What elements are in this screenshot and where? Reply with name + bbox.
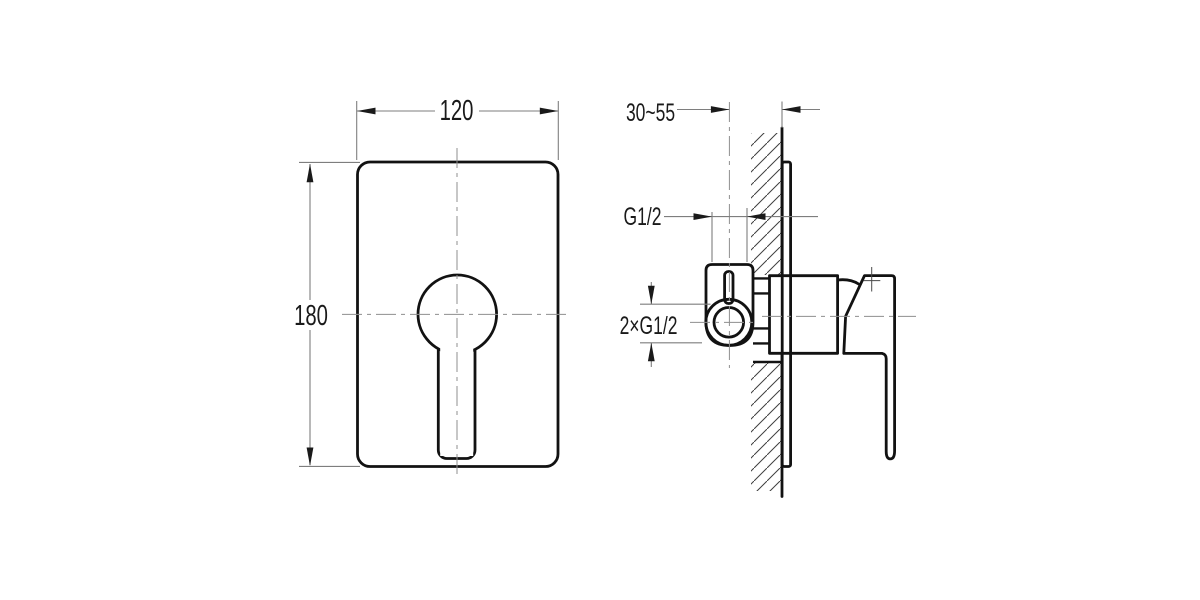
- install-depth-label: 30~55: [626, 98, 675, 127]
- dimension-inlet-thread: 2×G1/2: [620, 282, 711, 367]
- wall-hatch-upper: [751, 133, 782, 275]
- dimension-outlet-thread: G1/2: [624, 202, 818, 262]
- handle-screw-mark: [863, 267, 881, 292]
- dimension-plate-height: 180: [294, 163, 328, 466]
- extension-lines: [299, 101, 559, 467]
- plate-height-label: 180: [294, 300, 328, 332]
- valve-top-slot: [723, 270, 735, 305]
- handle-side: [836, 267, 896, 461]
- handle-skirt-curve: [836, 278, 860, 286]
- wall-hatch-lower: [751, 362, 782, 491]
- inlet-thread-label: 2×G1/2: [620, 311, 678, 340]
- dimension-install-depth: 30~55: [626, 98, 820, 128]
- cartridge-housing: [768, 274, 839, 355]
- outlet-thread-label: G1/2: [624, 202, 662, 231]
- escutcheon-plate-side: [780, 160, 793, 468]
- dimension-plate-width: 120: [357, 95, 559, 127]
- front-view: 120 180: [294, 95, 571, 479]
- plate-width-label: 120: [440, 95, 474, 127]
- connection-stubs: [753, 277, 770, 345]
- side-view: 30~55 G1/2 2×G1/2: [620, 98, 916, 498]
- handle-outline: [842, 274, 896, 461]
